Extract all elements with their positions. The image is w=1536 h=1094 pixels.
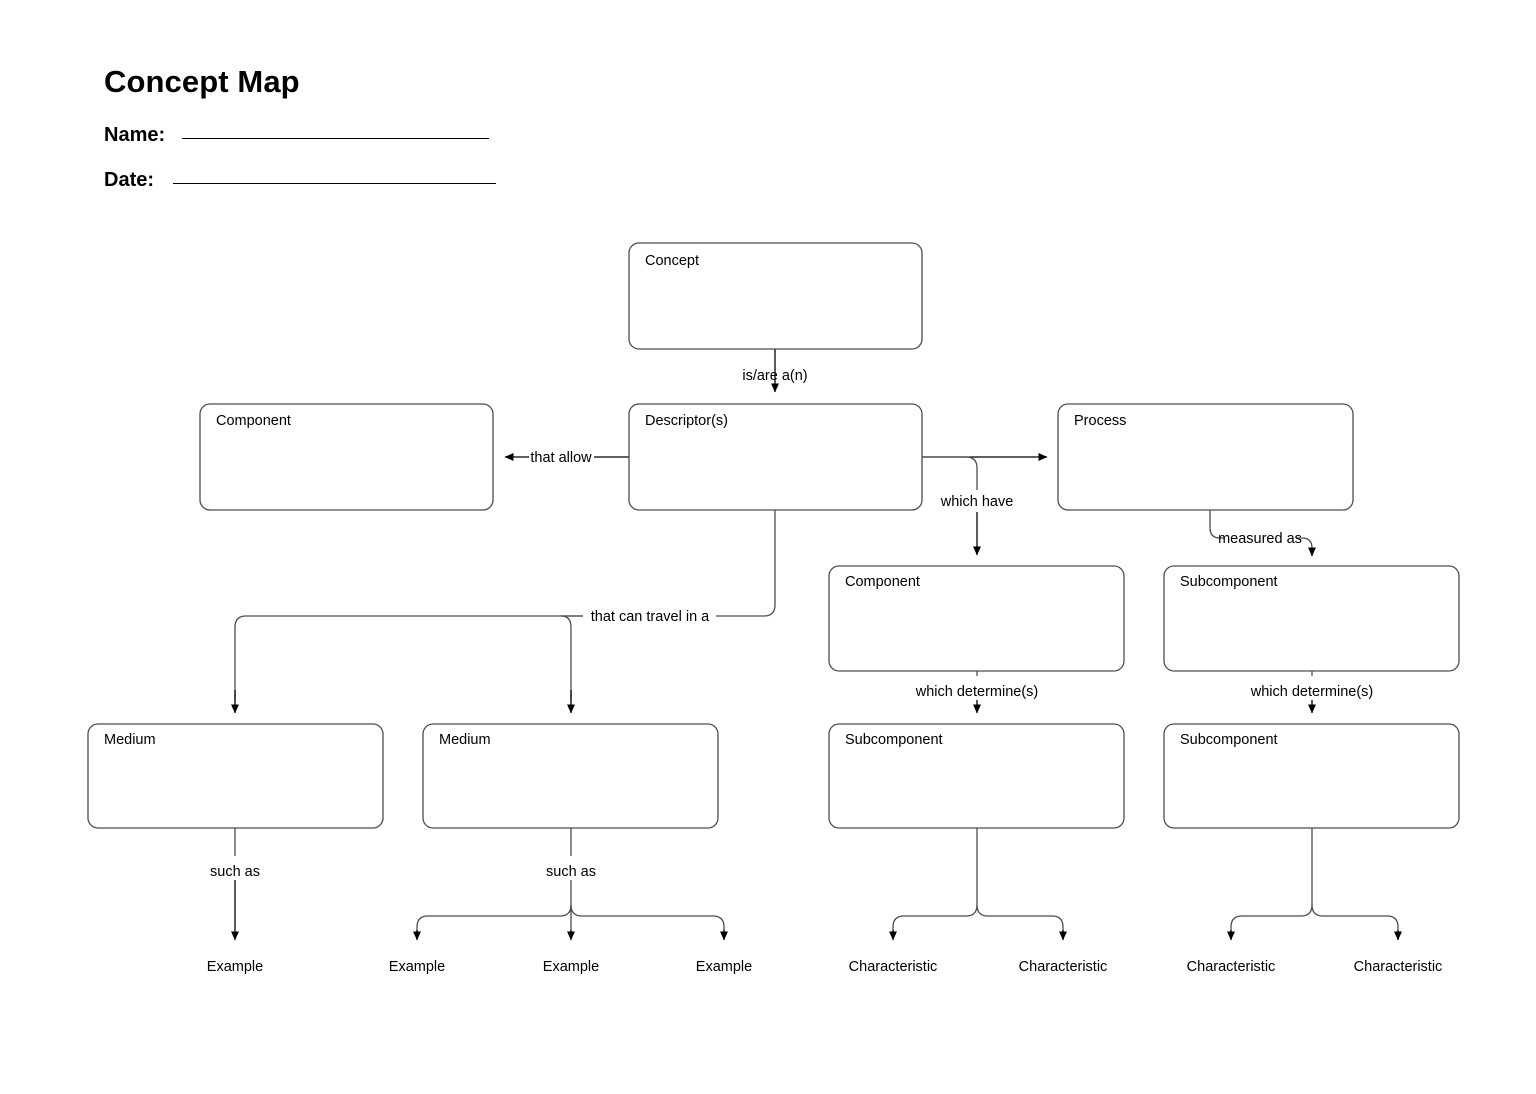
node-subcomponent-right-top[interactable]: Subcomponent: [1163, 565, 1460, 672]
node-component-mid-label: Component: [845, 574, 920, 590]
node-subcomponent-right-bottom-label: Subcomponent: [1180, 732, 1278, 748]
edge-fork-characteristic-1: [892, 904, 978, 936]
edge-fork-characteristic-2: [976, 904, 1064, 936]
node-concept-box[interactable]: [628, 242, 923, 350]
name-label: Name:: [104, 124, 166, 146]
leaf-example-1: Example: [207, 959, 263, 975]
node-concept-label: Concept: [645, 253, 699, 269]
node-medium-left-label: Medium: [104, 732, 156, 748]
leaf-characteristic-3: Characteristic: [1187, 959, 1276, 975]
edge-label-which-have: which have: [940, 494, 1014, 510]
edge-label-is-are-a-n: is/are a(n): [742, 368, 807, 384]
edge-label-measured-as: measured as: [1218, 531, 1302, 547]
name-field-row: Name:: [104, 124, 804, 147]
node-process-label: Process: [1074, 413, 1126, 429]
node-component-left-label: Component: [216, 413, 291, 429]
node-concept[interactable]: Concept: [628, 242, 923, 350]
leaf-characteristic-1: Characteristic: [849, 959, 938, 975]
node-component-left-box[interactable]: [199, 403, 494, 511]
date-label: Date:: [104, 169, 155, 191]
edge-travel-to-medium-right-elbow: [560, 615, 583, 700]
node-subcomponent-right-top-label: Subcomponent: [1180, 574, 1278, 590]
leaf-characteristic-2: Characteristic: [1019, 959, 1108, 975]
node-component-mid-box[interactable]: [828, 565, 1125, 672]
node-subcomponent-right-bottom-box[interactable]: [1163, 723, 1460, 829]
edge-label-such-as-left: such as: [210, 864, 260, 880]
node-component-mid[interactable]: Component: [828, 565, 1125, 672]
edge-label-which-determines-mid: which determine(s): [915, 684, 1039, 700]
leaf-example-2: Example: [389, 959, 445, 975]
node-component-left[interactable]: Component: [199, 403, 494, 511]
edge-fork-characteristic-4: [1311, 904, 1399, 936]
edge-label-such-as-right: such as: [546, 864, 596, 880]
edge-label-which-determines-right: which determine(s): [1250, 684, 1374, 700]
node-medium-right[interactable]: Medium: [422, 723, 719, 829]
node-medium-left[interactable]: Medium: [87, 723, 384, 829]
leaf-example-4: Example: [696, 959, 752, 975]
edge-process-to-subcomponent-right-seg1: [1209, 508, 1224, 539]
node-medium-right-label: Medium: [439, 732, 491, 748]
edge-fork-example-4: [570, 904, 725, 936]
node-medium-left-box[interactable]: [87, 723, 384, 829]
name-input-line[interactable]: [182, 137, 490, 139]
edge-fork-example-2: [416, 904, 572, 936]
date-field-row: Date:: [104, 169, 804, 192]
node-medium-right-box[interactable]: [422, 723, 719, 829]
leaf-example-3: Example: [543, 959, 599, 975]
worksheet-header: Concept Map Name: Date:: [104, 62, 804, 192]
node-subcomponent-right-top-box[interactable]: [1163, 565, 1460, 672]
node-subcomponent-mid-bottom[interactable]: Subcomponent: [828, 723, 1125, 829]
node-process[interactable]: Process: [1057, 403, 1354, 511]
node-subcomponent-right-bottom[interactable]: Subcomponent: [1163, 723, 1460, 829]
node-subcomponent-mid-bottom-box[interactable]: [828, 723, 1125, 829]
edge-fork-characteristic-3: [1230, 904, 1313, 936]
edge-travel-to-medium-left-elbow: [234, 615, 583, 700]
edge-descriptors-travel-stem: [716, 510, 776, 617]
node-subcomponent-mid-bottom-label: Subcomponent: [845, 732, 943, 748]
node-descriptors[interactable]: Descriptor(s): [628, 403, 923, 511]
node-process-box[interactable]: [1057, 403, 1354, 511]
leaf-characteristic-4: Characteristic: [1354, 959, 1443, 975]
edge-label-that-allow: that allow: [530, 450, 592, 466]
node-descriptors-box[interactable]: [628, 403, 923, 511]
edge-label-that-can-travel-in-a: that can travel in a: [591, 609, 710, 625]
page-title: Concept Map: [104, 64, 300, 99]
edge-descriptors-to-component-mid-elbow: [922, 456, 978, 490]
date-input-line[interactable]: [173, 182, 497, 184]
node-descriptors-label: Descriptor(s): [645, 413, 728, 429]
